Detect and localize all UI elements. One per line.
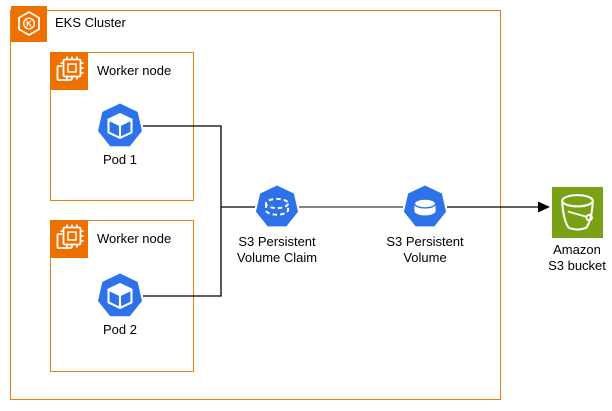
pv-label-line2: Volume xyxy=(403,250,447,265)
eks-cluster-icon: K xyxy=(11,6,47,42)
eks-badge-letter: K xyxy=(26,19,32,28)
pod-2-icon xyxy=(97,273,143,319)
pvc-label-line2: Volume Claim xyxy=(236,250,318,265)
s3-bucket-label-line2: S3 bucket xyxy=(548,258,606,273)
worker-node-1-label: Worker node xyxy=(97,63,172,78)
s3-bucket-label-line1: Amazon xyxy=(553,242,601,257)
pvc-label: S3 Persistent Volume Claim xyxy=(212,234,342,266)
pod-1-icon xyxy=(97,103,143,149)
pv-label: S3 Persistent Volume xyxy=(360,234,490,266)
s3-bucket-label: Amazon S3 bucket xyxy=(527,242,612,274)
worker-node-2-label: Worker node xyxy=(97,231,172,246)
pod-1-label: Pod 1 xyxy=(103,152,137,167)
pod-to-junction-line xyxy=(143,125,222,297)
eks-cluster-label: EKS Cluster xyxy=(55,15,126,30)
pv-label-line1: S3 Persistent xyxy=(386,234,464,249)
pod-2-label: Pod 2 xyxy=(103,322,137,337)
pvc-icon xyxy=(255,185,299,229)
pv-icon xyxy=(403,185,447,229)
pvc-label-line1: S3 Persistent xyxy=(238,234,316,249)
worker-node-1-chip-icon xyxy=(50,52,88,90)
s3-bucket-icon xyxy=(552,187,603,238)
worker-node-2-chip-icon xyxy=(50,220,88,258)
arrowhead xyxy=(538,201,550,213)
eks-cluster-boundary xyxy=(10,10,501,400)
